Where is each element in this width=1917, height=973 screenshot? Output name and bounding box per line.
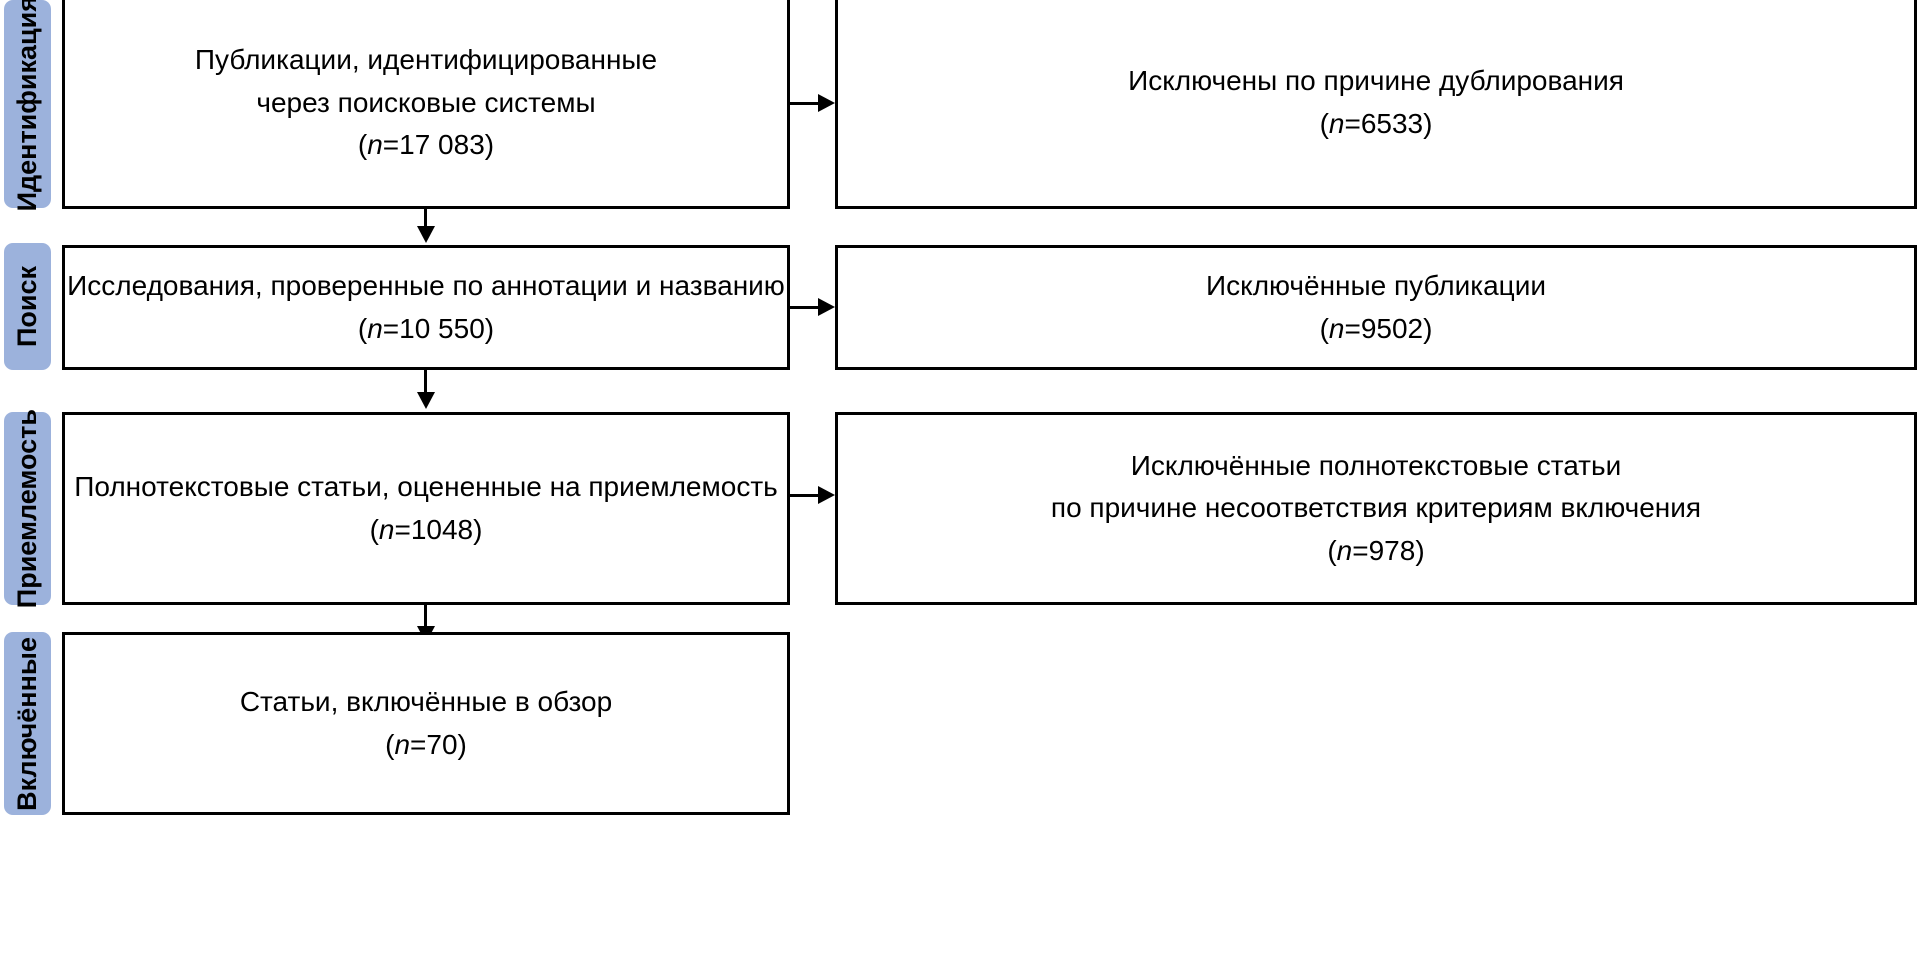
arrowhead-screened-to-excluded [818, 298, 835, 316]
box-records-screened: Исследования, проверенные по аннотации и… [62, 245, 790, 370]
paren-open: ( [357, 312, 368, 344]
box-fulltext-excluded: Исключённые полнотекстовые статьи по при… [835, 412, 1917, 605]
box-records-identified-count: (n=17 083) [358, 124, 494, 167]
box-records-identified: Публикации, идентифицированные через пои… [62, 0, 790, 209]
n-value: =978) [1352, 534, 1425, 566]
stage-tab-screening: Поиск [4, 243, 51, 370]
connector-identified-to-duplicates [790, 102, 818, 105]
paren-open: ( [1327, 534, 1337, 566]
box-records-excluded-count: (n=9502) [1320, 308, 1433, 351]
connector-fulltext-to-excluded [790, 494, 818, 497]
n-value: =9502) [1344, 312, 1433, 344]
box-records-identified-line2: через поисковые системы [256, 86, 596, 118]
stage-tab-identification: Идентификация [4, 0, 51, 212]
box-records-excluded-line1: Исключённые публикации [1206, 269, 1546, 301]
box-fulltext-assessed-line1: Полнотекстовые статьи, оцененные на прие… [74, 470, 778, 502]
n-value: =6533) [1344, 108, 1433, 139]
box-duplicates-removed-line1: Исключены по причине дублирования [1128, 65, 1624, 97]
n-symbol: n [1328, 312, 1345, 344]
box-duplicates-removed: Исключены по причине дублирования (n=653… [835, 0, 1917, 209]
arrowhead-fulltext-to-excluded [818, 486, 835, 504]
box-studies-included-count: (n=70) [385, 724, 467, 767]
paren-open: ( [369, 513, 379, 545]
stage-tab-eligibility: Приемлемость [4, 408, 51, 609]
paren-open: ( [1319, 108, 1329, 139]
box-records-screened-line1: Исследования, проверенные по аннотации и… [67, 269, 785, 301]
stage-tab-identification-label: Идентификация [12, 0, 42, 212]
connector-fulltext-to-included [424, 605, 427, 629]
box-fulltext-assessed: Полнотекстовые статьи, оцененные на прие… [62, 412, 790, 605]
box-fulltext-excluded-line1: Исключённые полнотекстовые статьи [1130, 449, 1622, 481]
stage-tab-eligibility-label: Приемлемость [12, 408, 42, 609]
paren-open: ( [1319, 312, 1329, 344]
connector-screened-to-excluded [790, 306, 818, 309]
box-fulltext-excluded-line2: по причине несоответствия критериям вклю… [1050, 492, 1702, 524]
box-studies-included-line1: Статьи, включённые в обзор [239, 685, 613, 717]
n-value: =10 550) [382, 312, 495, 344]
arrowhead-screened-to-fulltext [417, 392, 435, 409]
box-fulltext-excluded-count: (n=978) [1327, 530, 1424, 573]
n-symbol: n [1336, 534, 1353, 566]
n-symbol: n [367, 312, 383, 344]
n-symbol: n [367, 129, 383, 161]
box-records-identified-line1: Публикации, идентифицированные [194, 44, 658, 76]
n-value: =17 083) [382, 129, 495, 161]
box-fulltext-assessed-count: (n=1048) [370, 509, 483, 552]
stage-tab-included-label: Включённые [12, 636, 42, 811]
box-duplicates-removed-count: (n=6533) [1320, 103, 1433, 146]
arrowhead-identified-to-screened [417, 226, 435, 243]
paren-open: ( [357, 129, 368, 161]
box-studies-included: Статьи, включённые в обзор (n=70) [62, 632, 790, 815]
n-symbol: n [394, 728, 411, 760]
box-records-excluded: Исключённые публикации (n=9502) [835, 245, 1917, 370]
stage-tab-screening-label: Поиск [12, 265, 42, 348]
n-symbol: n [1328, 108, 1345, 139]
n-value: =70) [410, 728, 467, 760]
arrowhead-identified-to-duplicates [818, 94, 835, 112]
box-records-screened-count: (n=10 550) [358, 308, 494, 351]
paren-open: ( [385, 728, 395, 760]
n-symbol: n [378, 513, 395, 545]
n-value: =1048) [394, 513, 483, 545]
stage-tab-included: Включённые [4, 632, 51, 815]
connector-screened-to-fulltext [424, 370, 427, 395]
connector-identified-to-screened [424, 209, 427, 231]
